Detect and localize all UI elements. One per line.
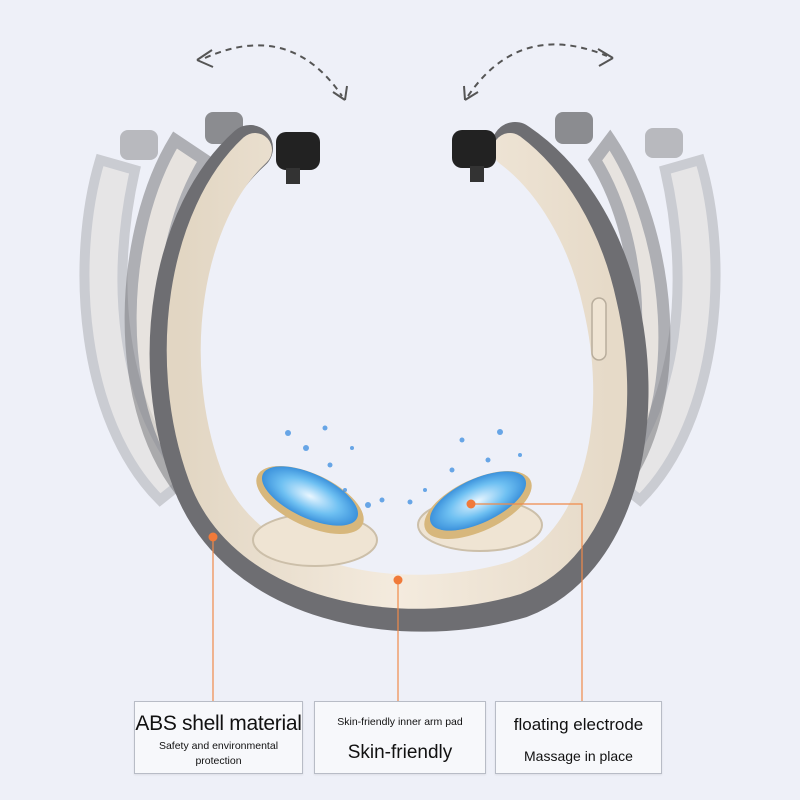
feature-card-abs-shell: ABS shell material Safety and environmen… [134,701,303,774]
callout-dot-pad [393,575,403,585]
arrow-head-right-end [597,48,614,67]
card-title: floating electrode [513,715,644,734]
arrow-head-right [463,85,479,101]
electrode-pad-right [417,470,543,552]
feature-card-electrode: floating electrode Massage in place [495,701,662,774]
callout-dot-shell [208,532,218,542]
card-subtitle: Skin-friendly inner arm pad [337,716,463,728]
arrow-head-left-end [332,85,348,101]
callout-lines [212,503,583,701]
tip-right [452,130,496,182]
callout-dot-electrode [466,499,476,509]
card-title: Skin-friendly [347,742,453,763]
side-button-strip [591,297,607,361]
pulse-dots [285,425,522,508]
feature-card-inner-pad: Skin-friendly inner arm pad Skin-friendl… [314,701,486,774]
rotation-arrow-left-icon [204,44,343,97]
rotation-arrow-right-icon [467,43,608,97]
main-band-shell [166,133,628,609]
arrow-head-left [196,49,214,68]
electrode-pad-left [252,465,378,567]
card-subtitle: Safety and environmental protection [158,740,279,767]
card-subtitle: Massage in place [524,748,633,764]
card-title: ABS shell material [135,712,302,735]
tip-left [276,132,320,184]
